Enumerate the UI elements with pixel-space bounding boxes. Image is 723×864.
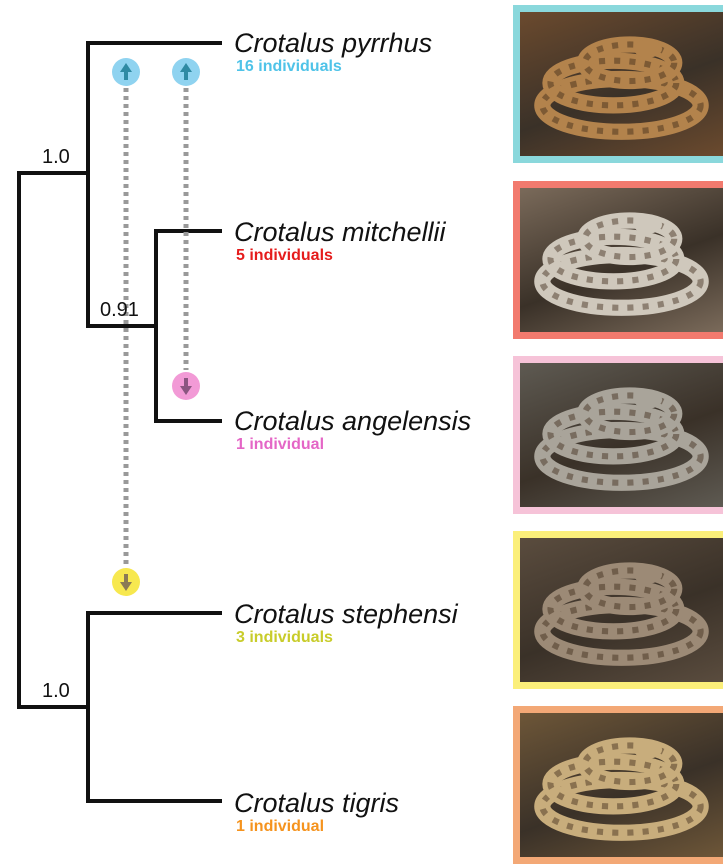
individual-count: 1 individual [236,435,471,455]
individual-count: 3 individuals [236,628,458,648]
individual-count: 5 individuals [236,246,446,266]
coiled-snake-photo-icon [520,538,723,684]
species-name: Crotalus mitchellii [234,218,446,246]
taxon-label-mitchellii: Crotalus mitchellii 5 individuals [234,218,446,266]
photo-frame-tigris [513,706,723,864]
support-value-top-clade: 1.0 [42,146,70,169]
coiled-snake-photo-icon [520,188,723,334]
photo-frame-stephensi [513,531,723,689]
taxon-label-stephensi: Crotalus stephensi 3 individuals [234,600,458,648]
photo-frame-mitchellii [513,181,723,339]
species-name: Crotalus stephensi [234,600,458,628]
species-name: Crotalus angelensis [234,407,471,435]
species-name: Crotalus tigris [234,789,399,817]
taxon-label-pyrrhus: Crotalus pyrrhus 16 individuals [234,29,432,77]
coiled-snake-photo-icon [520,12,723,158]
photo-frame-pyrrhus [513,5,723,163]
coiled-snake-photo-icon [520,713,723,859]
support-value-bottom-clade: 1.0 [42,680,70,703]
species-name: Crotalus pyrrhus [234,29,432,57]
coiled-snake-photo-icon [520,363,723,509]
photo-frame-angelensis [513,356,723,514]
taxon-label-tigris: Crotalus tigris 1 individual [234,789,399,837]
taxon-label-angelensis: Crotalus angelensis 1 individual [234,407,471,455]
individual-count: 1 individual [236,817,399,837]
support-value-mitchellii-angelensis: 0.91 [100,299,139,322]
individual-count: 16 individuals [236,57,432,77]
